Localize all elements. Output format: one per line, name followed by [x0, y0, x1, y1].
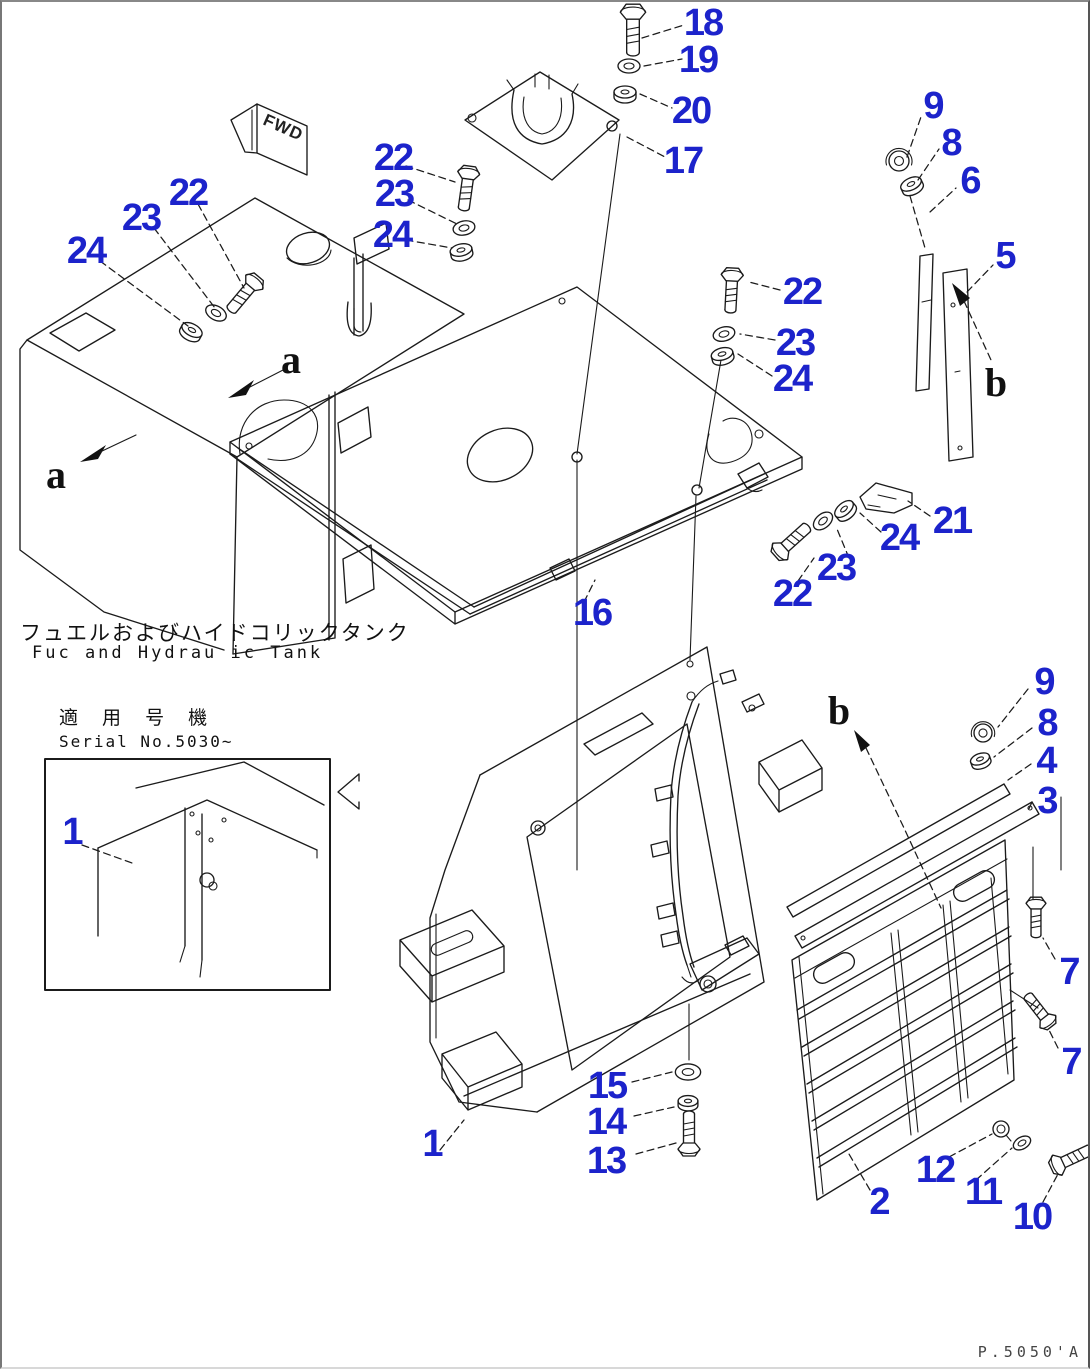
- callout-17: 17: [663, 140, 704, 182]
- callout-14: 14: [586, 1101, 627, 1143]
- callout-15: 15: [587, 1065, 628, 1107]
- bolt-12: [993, 1121, 1011, 1141]
- callout-23: 23: [775, 322, 816, 364]
- callout-4: 4: [1036, 740, 1057, 782]
- view-b-arrow-icon: [952, 283, 970, 306]
- inset-detail-box: [45, 759, 359, 990]
- frame-drawing: [400, 647, 822, 1112]
- view-a2-arrow-icon: [80, 445, 106, 462]
- callout-8: 8: [1037, 702, 1058, 744]
- callout-22: 22: [782, 271, 823, 313]
- callout-24: 24: [772, 358, 813, 400]
- callout-23: 23: [816, 547, 857, 589]
- leader-lines-dashed: [82, 25, 1058, 1202]
- view-b2-arrow-icon: [854, 730, 870, 752]
- bolt-18: [619, 3, 647, 57]
- callout-23: 23: [121, 197, 162, 239]
- fuel-tank-drawing: [20, 198, 464, 654]
- callout-3: 3: [1037, 780, 1058, 822]
- callout-13: 13: [586, 1140, 627, 1182]
- callout-12: 12: [915, 1149, 956, 1191]
- strip-6-drawing: [916, 254, 933, 391]
- callout-18: 18: [683, 2, 724, 44]
- washer-19: [617, 58, 641, 74]
- washer-15: [674, 1063, 702, 1081]
- callout-10: 10: [1012, 1196, 1053, 1238]
- callout-8: 8: [941, 122, 962, 164]
- view-arrows: [80, 283, 991, 908]
- applicability-heading: 適 用 号 機: [59, 707, 217, 729]
- view-label-a: a: [46, 452, 66, 497]
- leader-lines-solid: [577, 134, 1061, 1060]
- callout-2: 2: [869, 1181, 890, 1223]
- callout-9: 9: [1034, 661, 1055, 703]
- callout-9: 9: [923, 85, 944, 127]
- callout-5: 5: [995, 235, 1016, 277]
- view-label-b: b: [984, 360, 1008, 405]
- callout-22: 22: [772, 573, 813, 615]
- callout-24: 24: [879, 517, 920, 559]
- callout-7: 7: [1059, 951, 1080, 993]
- callout-23: 23: [374, 173, 415, 215]
- callout-24: 24: [372, 214, 413, 256]
- callout-11: 11: [964, 1171, 1003, 1213]
- callout-22: 22: [373, 137, 414, 179]
- callout-1: 1: [422, 1123, 443, 1165]
- bolt-13: [677, 1110, 701, 1157]
- serial-number: Serial No.5030~: [59, 732, 234, 751]
- view-label-a: a: [281, 337, 301, 382]
- drawing-code: P.5050'A: [977, 1343, 1082, 1361]
- callout-24: 24: [66, 230, 107, 272]
- view-pointer-triangle: [338, 774, 359, 809]
- washer-8-top: [897, 173, 927, 200]
- bolt-7-lower: [1018, 987, 1061, 1034]
- washer-11: [1010, 1132, 1034, 1154]
- grommet-9-right: [970, 721, 996, 743]
- bolt-7-upper: [1025, 896, 1047, 939]
- title-english: Fuc and Hydrau ic Tank: [32, 643, 324, 663]
- callout-16: 16: [572, 592, 613, 634]
- molding-strips-drawing: [787, 784, 1039, 948]
- clamp-21: [860, 483, 912, 513]
- bolt-10: [1045, 1138, 1088, 1179]
- callout-1: 1: [62, 811, 83, 853]
- view-a-arrow-icon: [228, 380, 254, 398]
- washer-14: [677, 1094, 699, 1112]
- grommet-9-top: [885, 147, 913, 172]
- strip-5-drawing: [943, 269, 973, 461]
- title-japanese: フュエルおよびハイドコリックタンク: [20, 621, 410, 645]
- callout-19: 19: [678, 39, 719, 81]
- washer-8-right: [968, 749, 994, 773]
- callout-21: 21: [932, 500, 973, 542]
- callout-6: 6: [960, 160, 981, 202]
- callout-20: 20: [671, 90, 712, 132]
- fwd-flag: FWD: [231, 104, 307, 175]
- mount-plate-drawing: [465, 72, 619, 180]
- cover-plate-drawing: [230, 287, 802, 624]
- view-label-b: b: [827, 688, 851, 733]
- washer-20: [613, 85, 637, 104]
- callout-22: 22: [168, 172, 209, 214]
- callout-7: 7: [1061, 1041, 1082, 1083]
- grille-drawing: [792, 840, 1017, 1200]
